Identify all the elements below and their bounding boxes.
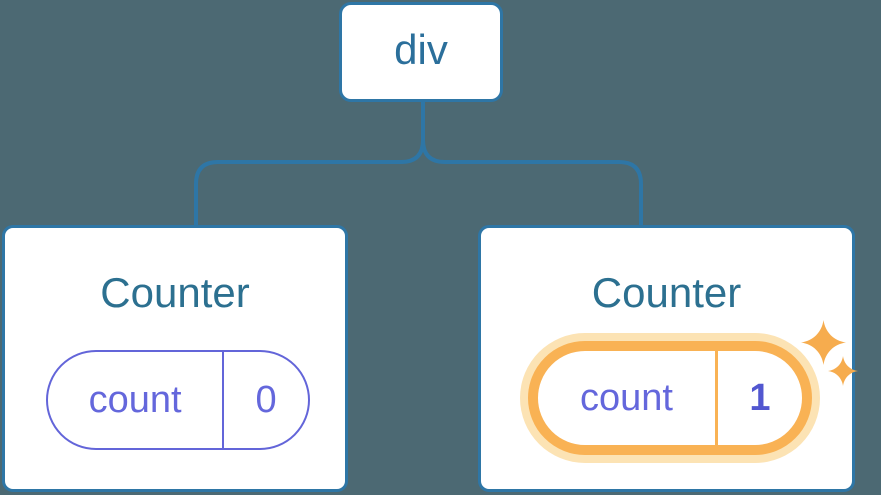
counter-card-right: Counter count 1 (478, 225, 858, 492)
state-value: 1 (749, 376, 771, 419)
counter-card-left-title: Counter (100, 269, 250, 316)
state-pill-count-1-highlighted: count 1 (528, 341, 812, 455)
sparkle-icon-large (801, 320, 846, 365)
root-node-div: div (339, 2, 503, 102)
sparkle-icon-small (828, 356, 858, 386)
root-node-label: div (394, 26, 448, 73)
state-value: 0 (255, 378, 277, 421)
state-pill-count-0: count 0 (46, 350, 310, 450)
counter-card-right-title: Counter (591, 269, 742, 316)
state-key-label: count (48, 352, 225, 448)
counter-card-left: Counter count 0 (2, 225, 348, 492)
state-key-label: count (538, 351, 718, 445)
